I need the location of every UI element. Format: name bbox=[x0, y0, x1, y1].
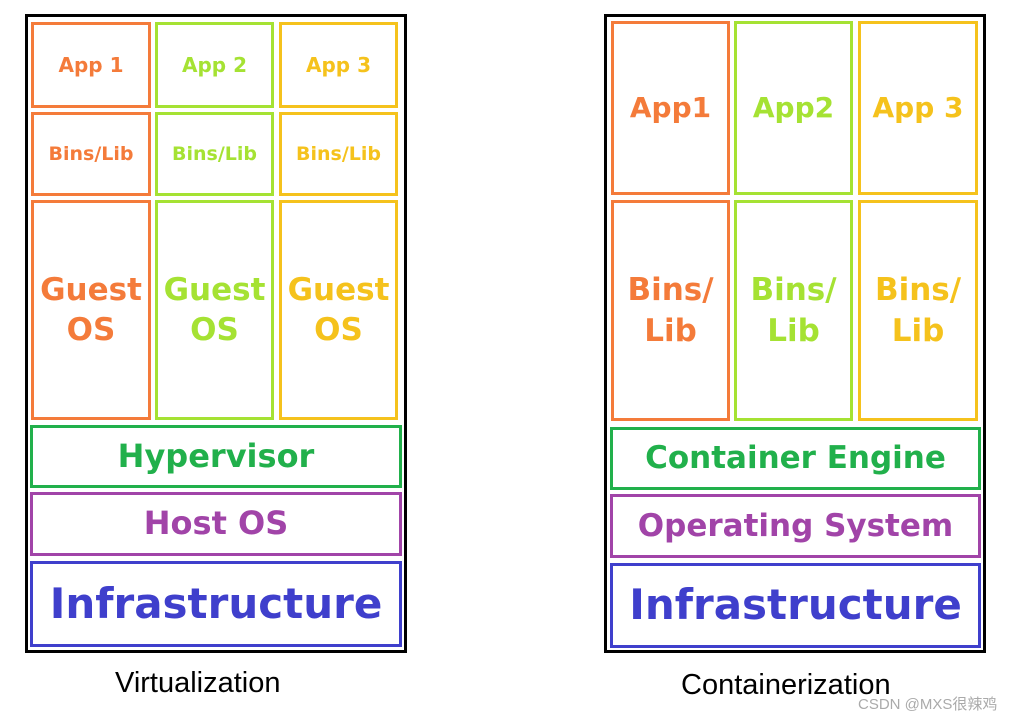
vm-bins-lib-3: Bins/Lib bbox=[279, 112, 398, 196]
watermark: CSDN @MXS很辣鸡 bbox=[858, 696, 998, 713]
vm-guest-os-2: Guest OS bbox=[155, 200, 274, 420]
container-app-2: App2 bbox=[734, 21, 853, 195]
container-bins-lib-3: Bins/ Lib bbox=[858, 200, 978, 421]
vm-app-2: App 2 bbox=[155, 22, 274, 108]
operating-system-layer: Operating System bbox=[610, 494, 981, 558]
vm-guest-os-1: Guest OS bbox=[31, 200, 151, 420]
host-os-layer: Host OS bbox=[30, 492, 402, 556]
vm-guest-os-3: Guest OS bbox=[279, 200, 398, 420]
container-app-3: App 3 bbox=[858, 21, 978, 195]
vm-app-1: App 1 bbox=[31, 22, 151, 108]
container-bins-lib-2: Bins/ Lib bbox=[734, 200, 853, 421]
hypervisor-layer: Hypervisor bbox=[30, 425, 402, 488]
vm-bins-lib-2: Bins/Lib bbox=[155, 112, 274, 196]
container-infrastructure-layer: Infrastructure bbox=[610, 563, 981, 648]
container-app-1: App1 bbox=[611, 21, 730, 195]
container-bins-lib-1: Bins/ Lib bbox=[611, 200, 730, 421]
container-engine-layer: Container Engine bbox=[610, 427, 981, 490]
vm-infrastructure-layer: Infrastructure bbox=[30, 561, 402, 647]
vm-app-3: App 3 bbox=[279, 22, 398, 108]
vm-bins-lib-1: Bins/Lib bbox=[31, 112, 151, 196]
containerization-caption: Containerization bbox=[681, 669, 891, 701]
virtualization-caption: Virtualization bbox=[115, 667, 281, 699]
